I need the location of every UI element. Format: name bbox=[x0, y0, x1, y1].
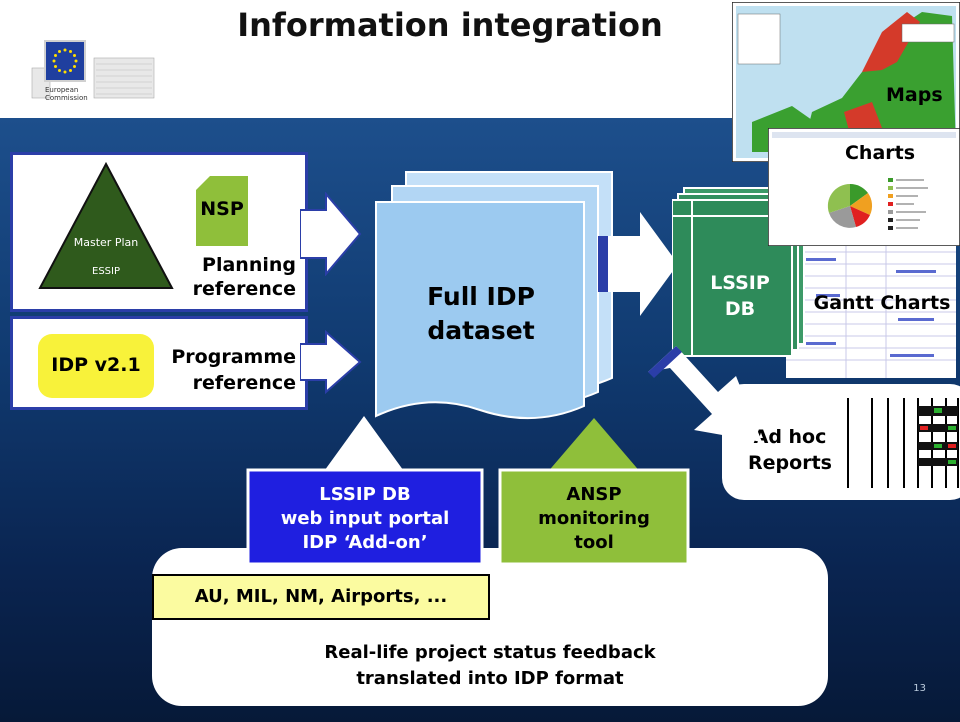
portal-up-arrow bbox=[246, 416, 484, 564]
dataset-label-line2: dataset bbox=[427, 316, 535, 345]
portal-label-line3: IDP ‘Add-on’ bbox=[302, 532, 428, 553]
lssip-to-adhoc-arrow bbox=[648, 346, 762, 442]
portal-label-line1: LSSIP DB bbox=[319, 484, 411, 505]
idp-version-box bbox=[38, 334, 154, 398]
programme-to-dataset-arrow bbox=[300, 330, 362, 394]
ansp-label-line2: monitoring bbox=[538, 508, 650, 529]
nsp-document bbox=[196, 176, 248, 246]
idp-version-label: IDP v2.1 bbox=[51, 354, 141, 376]
planning-to-dataset-arrow bbox=[300, 192, 362, 276]
charts-label: Charts bbox=[844, 142, 916, 164]
programme-label-line1: Programme bbox=[171, 346, 296, 368]
maps-label: Maps bbox=[886, 84, 943, 106]
sources-box bbox=[152, 574, 490, 620]
adhoc-label-line1: Ad hoc bbox=[753, 426, 827, 448]
sources-label: AU, MIL, NM, Airports, ... bbox=[194, 586, 448, 607]
dataset-to-lssip-arrow bbox=[598, 212, 678, 316]
eu-flag-icon bbox=[44, 40, 86, 82]
full-idp-dataset-stack bbox=[375, 171, 613, 420]
ansp-label-line1: ANSP bbox=[566, 484, 622, 505]
planning-label-line2: reference bbox=[192, 278, 296, 300]
gantt-chart-thumbnail bbox=[786, 238, 956, 378]
master-plan-label: Master Plan bbox=[73, 236, 139, 249]
essip-label: ESSIP bbox=[92, 266, 120, 277]
adhoc-report-table-thumbnail bbox=[846, 398, 960, 488]
planning-label-line1: Planning bbox=[202, 254, 296, 276]
programme-label-line2: reference bbox=[192, 372, 296, 394]
ec-logo-text: European Commission bbox=[45, 86, 88, 102]
nsp-label: NSP bbox=[200, 198, 244, 220]
adhoc-label-line2: Reports bbox=[748, 452, 832, 474]
feedback-line2: translated into IDP format bbox=[356, 668, 624, 689]
master-plan-triangle bbox=[38, 161, 174, 289]
portal-label-line2: web input portal bbox=[280, 508, 450, 529]
ansp-up-arrow bbox=[498, 418, 690, 564]
charts-thumbnail bbox=[768, 128, 960, 246]
feedback-line1: Real-life project status feedback bbox=[324, 642, 656, 663]
lssip-db-stack bbox=[672, 187, 805, 357]
ansp-label-line3: tool bbox=[574, 532, 614, 553]
dataset-label-line1: Full IDP bbox=[427, 282, 535, 311]
lssip-db-label-line1: LSSIP bbox=[710, 272, 770, 294]
lssip-db-label-line2: DB bbox=[724, 298, 756, 320]
gantt-charts-label: Gantt Charts bbox=[813, 292, 951, 314]
page-number: 13 bbox=[913, 683, 926, 694]
slide-title: Information integration bbox=[237, 6, 663, 44]
